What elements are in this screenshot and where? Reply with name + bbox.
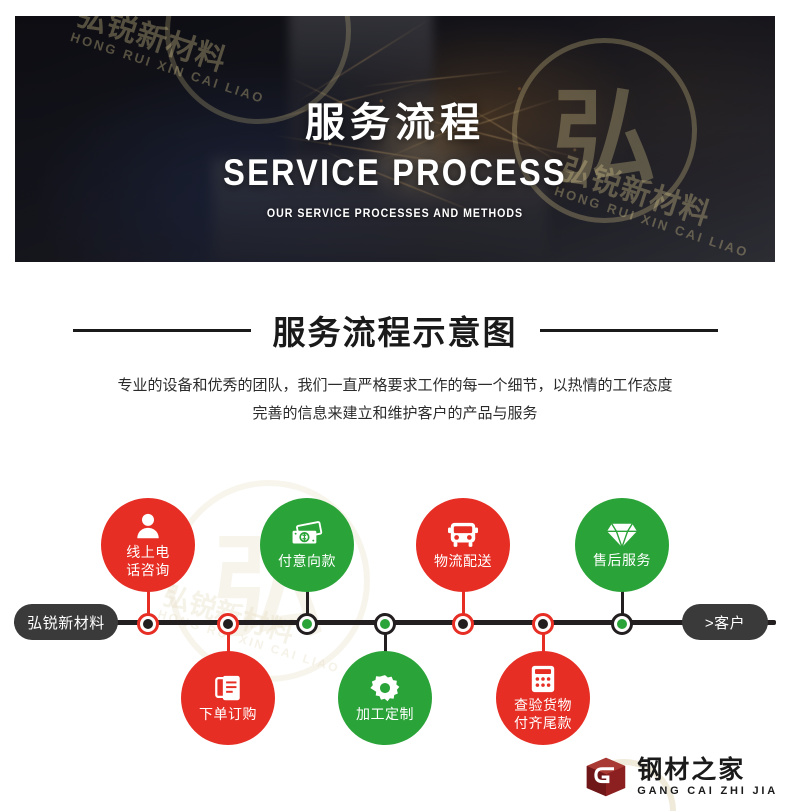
section-description: 专业的设备和优秀的团队，我们一直严格要求工作的每一个细节，以热情的工作态度 完善… — [95, 372, 695, 428]
flow-connector-stem — [383, 622, 387, 657]
user-icon — [133, 511, 163, 541]
timeline-node-2[interactable] — [217, 613, 239, 635]
flow-end-label: >客户 — [682, 604, 768, 640]
timeline-node-7[interactable] — [611, 613, 633, 635]
flow-step-label-line-1: 查验货物 — [514, 697, 572, 713]
divider-line-right — [539, 328, 718, 332]
footer-brand-text: 钢材之家 GANG CAI ZHI JIA — [637, 755, 778, 798]
timeline-node-5[interactable] — [452, 613, 474, 635]
flow-step-label: 售后服务 — [593, 551, 651, 569]
hero-title-cn: 服务流程 — [305, 101, 485, 145]
flow-step-3[interactable]: 付意向款 — [260, 498, 354, 592]
flow-step-label-line-1: 售后服务 — [593, 552, 651, 568]
flow-step-label-line-1: 加工定制 — [356, 706, 414, 722]
flow-step-label: 加工定制 — [356, 705, 414, 723]
flow-step-label: 线上电话咨询 — [126, 543, 170, 579]
hero-watermark-ring — [512, 38, 697, 223]
timeline-node-dot — [223, 619, 233, 629]
section-header: 服务流程示意图 — [0, 304, 790, 356]
flow-step-label-line-2: 付齐尾款 — [514, 715, 572, 731]
flow-step-6[interactable]: 查验货物付齐尾款 — [496, 651, 590, 745]
flow-step-4[interactable]: 加工定制 — [338, 651, 432, 745]
flow-step-label-line-2: 话咨询 — [126, 562, 170, 578]
timeline-node-dot — [302, 619, 312, 629]
page-title: 服务流程示意图 — [272, 314, 518, 351]
timeline-node-dot — [538, 619, 548, 629]
description-line-1: 专业的设备和优秀的团队，我们一直严格要求工作的每一个细节，以热情的工作态度 — [117, 377, 673, 394]
footer-brand-logo: 钢材之家 GANG CAI ZHI JIA — [584, 755, 778, 799]
flow-step-1[interactable]: 线上电话咨询 — [101, 498, 195, 592]
flow-connector-stem — [146, 588, 150, 624]
diamond-icon — [606, 521, 638, 550]
flow-step-label: 付意向款 — [278, 552, 336, 570]
timeline-node-4[interactable] — [374, 613, 396, 635]
timeline-node-dot — [617, 619, 627, 629]
flow-step-label: 下单订购 — [199, 705, 257, 723]
timeline-node-dot — [143, 619, 153, 629]
flow-step-2[interactable]: 下单订购 — [181, 651, 275, 745]
timeline-node-1[interactable] — [137, 613, 159, 635]
footer-brand-cn: 钢材之家 — [637, 755, 746, 784]
box-logo-icon — [584, 755, 628, 799]
timeline-node-3[interactable] — [296, 613, 318, 635]
money-icon — [290, 520, 324, 550]
hero-title-en: SERVICE PROCESS — [223, 152, 567, 193]
description-line-2: 完善的信息来建立和维护客户的产品与服务 — [252, 405, 538, 422]
bus-icon — [447, 520, 479, 550]
flow-step-label-line-1: 线上电 — [126, 544, 170, 560]
flow-step-label-line-1: 付意向款 — [278, 553, 336, 569]
flow-step-label: 物流配送 — [434, 552, 492, 570]
document-icon — [213, 673, 243, 703]
flow-connector-stem — [461, 588, 465, 624]
divider-line-left — [72, 328, 251, 332]
hero-text-block: 服务流程 SERVICE PROCESS OUR SERVICE PROCESS… — [15, 16, 775, 262]
flow-step-label: 查验货物付齐尾款 — [514, 696, 572, 732]
footer-brand-en: GANG CAI ZHI JIA — [637, 785, 778, 798]
flow-step-5[interactable]: 物流配送 — [416, 498, 510, 592]
hero-banner: 弘锐新材料 HONG RUI XIN CAI LIAO 弘锐新材料 HONG R… — [15, 16, 775, 262]
flow-connector-stem — [620, 588, 624, 624]
flow-step-label-line-1: 物流配送 — [434, 553, 492, 569]
flow-connector-stem — [226, 622, 230, 657]
flow-step-7[interactable]: 售后服务 — [575, 498, 669, 592]
flow-start-label: 弘锐新材料 — [14, 604, 118, 640]
timeline-node-dot — [458, 619, 468, 629]
gear-icon — [370, 673, 400, 703]
flow-step-label-line-1: 下单订购 — [199, 706, 257, 722]
timeline-node-6[interactable] — [532, 613, 554, 635]
calculator-icon — [529, 664, 557, 694]
timeline-node-dot — [380, 619, 390, 629]
service-flow-diagram: 弘锐新材料 HONG RUI XIN CAI LIAO 弘锐新材料 >客户 线上… — [0, 470, 790, 770]
hero-subtitle: OUR SERVICE PROCESSES AND METHODS — [266, 208, 524, 220]
flow-connector-stem — [541, 622, 545, 657]
flow-connector-stem — [305, 588, 309, 624]
